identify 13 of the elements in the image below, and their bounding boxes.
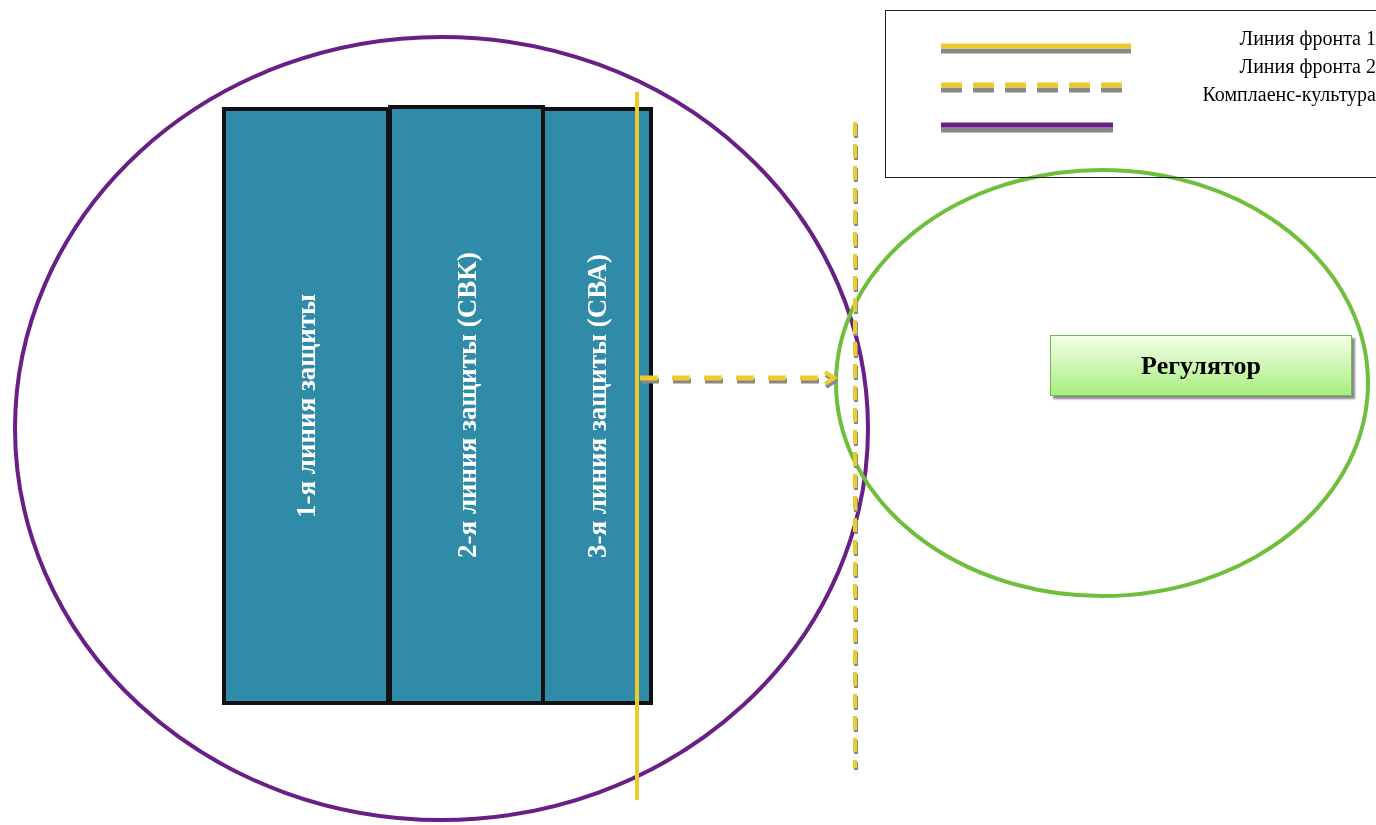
regulator-box bbox=[1050, 335, 1352, 396]
box-label: Регулятор bbox=[1141, 350, 1261, 381]
legend-label: Комплаенс-культура bbox=[1202, 83, 1376, 106]
ellipse-outline bbox=[834, 168, 1370, 598]
column-label: 3-я линия защиты (СВА) bbox=[581, 253, 613, 559]
defense-line-column bbox=[388, 105, 545, 705]
column-label: 2-я линия защиты (СВК) bbox=[451, 252, 482, 558]
ellipse-outline bbox=[13, 35, 870, 822]
legend-label: Линия фронта 1 bbox=[1239, 27, 1376, 50]
dashed-arrow bbox=[640, 370, 837, 386]
defense-line-column bbox=[222, 107, 390, 705]
column-label: 1-я линия защиты bbox=[290, 293, 322, 519]
legend-label: Линия фронта 2 bbox=[1239, 55, 1376, 78]
